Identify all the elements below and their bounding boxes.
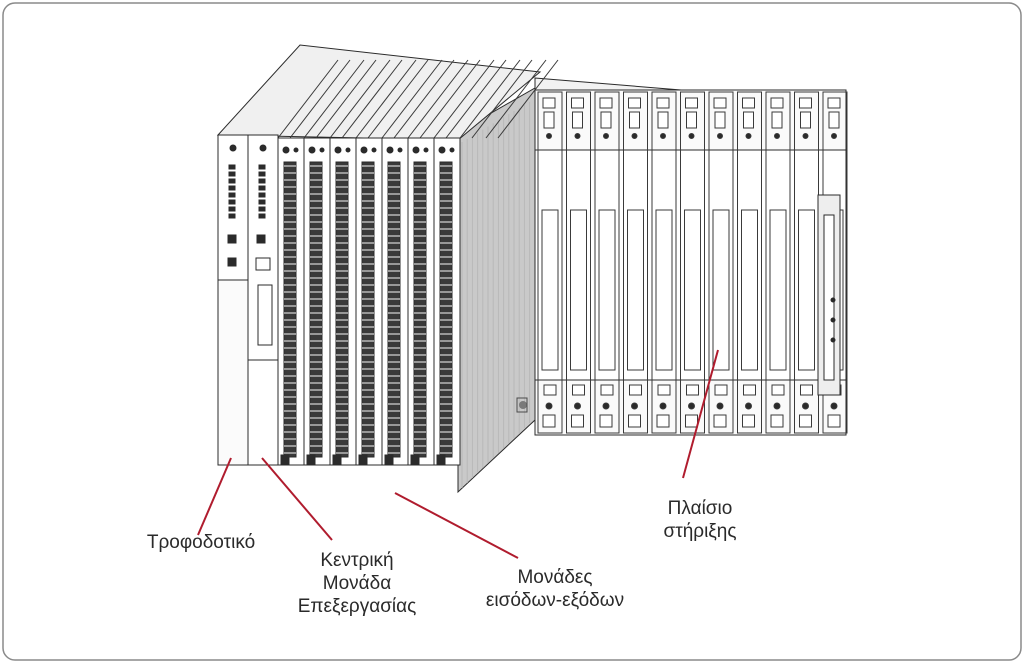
label-cpu: Κεντρική Μονάδα Επεξεργασίας — [282, 549, 432, 618]
leader-power-supply — [197, 457, 232, 536]
cpu-module — [247, 134, 279, 466]
label-power-supply: Τροφοδοτικό — [146, 532, 256, 553]
label-io-modules: Μονάδες εισόδων-εξόδων — [465, 566, 645, 612]
modules-top — [216, 44, 559, 141]
label-rack: Πλαίσιο στήριξης — [640, 497, 760, 543]
leader-cpu — [261, 457, 333, 541]
leader-rack — [682, 349, 719, 479]
leader-io-modules — [394, 492, 519, 559]
leader-lines — [197, 349, 719, 559]
power-supply-module — [217, 134, 249, 466]
label-io-line-2: εισόδων-εξόδων — [485, 590, 625, 611]
io-side-panel — [457, 87, 536, 494]
label-cpu-line-3: Επεξεργασίας — [297, 596, 417, 617]
label-cpu-line-1: Κεντρική — [320, 550, 394, 571]
label-cpu-line-2: Μονάδα — [322, 573, 392, 594]
io-modules — [277, 137, 461, 466]
mounting-rack — [534, 77, 848, 436]
label-rack-line-1: Πλαίσιο — [667, 498, 733, 519]
label-rack-line-2: στήριξης — [663, 521, 737, 542]
label-io-line-1: Μονάδες — [517, 567, 593, 588]
